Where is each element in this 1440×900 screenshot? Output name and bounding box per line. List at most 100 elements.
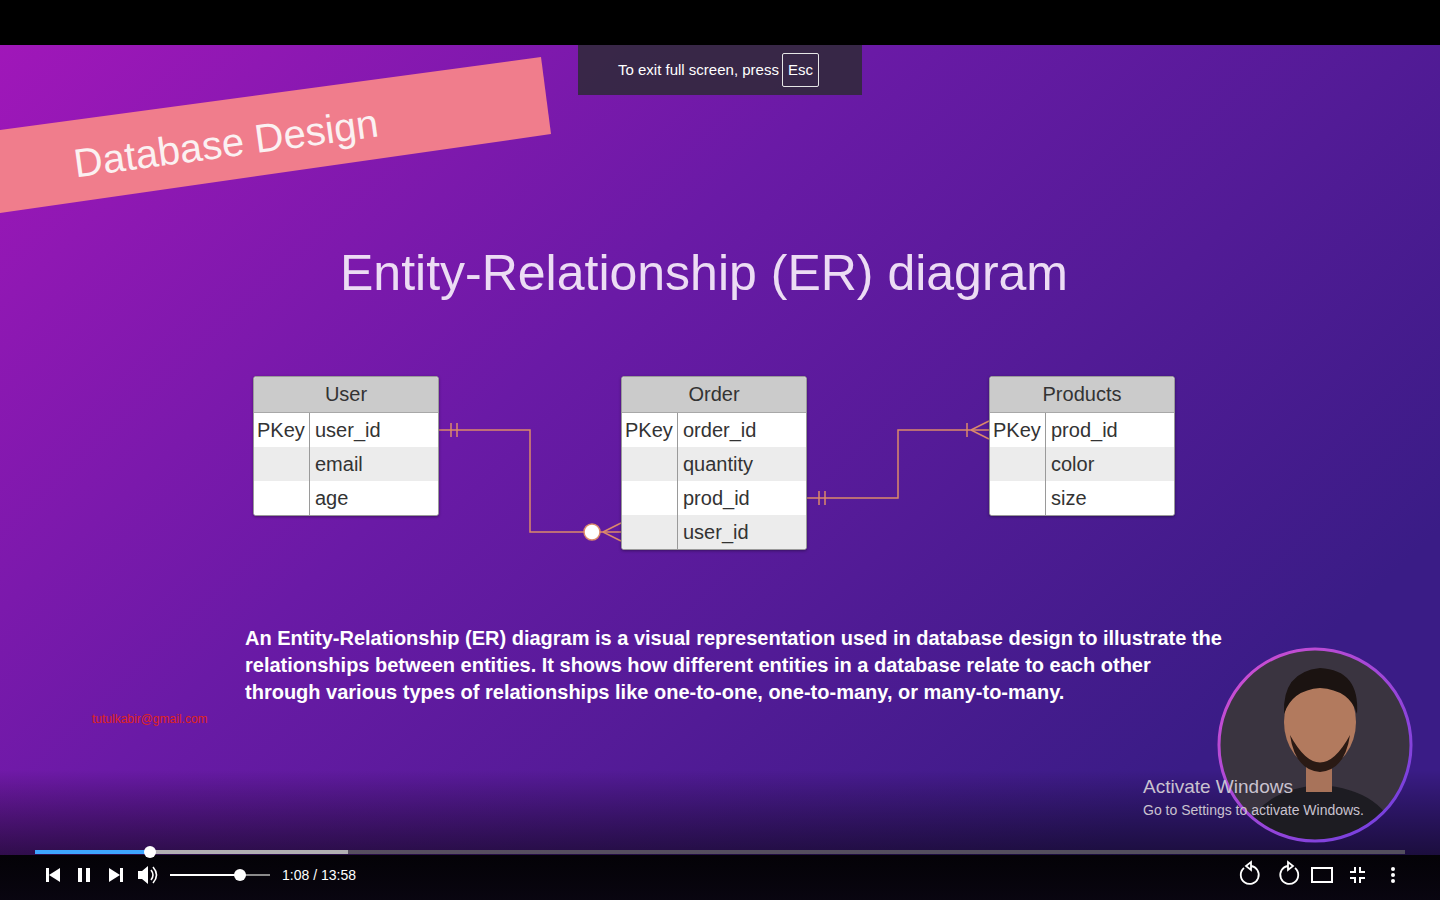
field-name: prod_id: [683, 487, 750, 509]
menu-dot: [1391, 879, 1395, 883]
pause-bar: [86, 868, 90, 882]
connector-line: [807, 430, 989, 498]
webcam-hair: [1284, 668, 1357, 714]
field-name: quantity: [683, 453, 753, 475]
key-cell: PKey: [622, 413, 678, 447]
prev-bar: [46, 868, 49, 882]
progress-knob: [144, 846, 156, 858]
webcam-beard: [1290, 735, 1350, 772]
field-cell: user_id: [678, 515, 806, 549]
field-cell: size: [1046, 481, 1174, 515]
banner-heading: Database Design: [71, 101, 381, 186]
table-name: Order: [688, 383, 739, 405]
next-bar: [120, 868, 123, 882]
connector-line: [439, 430, 621, 532]
one-mark: [824, 491, 826, 505]
speaker-icon: [138, 866, 148, 884]
field-cell: user_id: [310, 413, 438, 447]
key-marker: PKey: [257, 419, 305, 441]
table-header: Order: [622, 377, 806, 413]
table-name: Products: [1043, 383, 1122, 405]
table-header: User: [254, 377, 438, 413]
entity-table: OrderPKey order_id quantity prod_id user_id: [621, 376, 807, 550]
key-cell: [254, 447, 310, 481]
one-mark: [818, 491, 820, 505]
slide-title: Entity-Relationship (ER) diagram: [340, 246, 1068, 301]
key-cell: [622, 481, 678, 515]
entity-table: UserPKey user_idemail age: [253, 376, 439, 516]
volume-level: [170, 874, 240, 876]
next-triangle: [109, 868, 120, 882]
field-name: user_id: [315, 419, 381, 441]
watermark: tutulkabir@gmail.com: [92, 712, 208, 726]
crows-foot: [603, 523, 621, 532]
activation-notice: Activate Windows: [1143, 776, 1293, 798]
key-cell: [622, 447, 678, 481]
field-name: age: [315, 487, 348, 509]
entity-table: ProductsPKey prod_idcolor size: [989, 376, 1175, 516]
key-marker: PKey: [625, 419, 673, 441]
key-hint: Esc: [782, 53, 819, 87]
field-name: color: [1051, 453, 1094, 475]
control-icons: [46, 866, 148, 884]
key-cell: [254, 481, 310, 515]
table-row: quantity: [622, 447, 806, 481]
crows-foot: [603, 532, 621, 541]
title-banner: [0, 57, 551, 213]
field-cell: prod_id: [678, 481, 806, 515]
field-cell: order_id: [678, 413, 806, 447]
one-mark: [456, 423, 458, 437]
rewind-icon: [1241, 862, 1259, 884]
table-row: PKey order_id: [622, 413, 806, 447]
time-display: 1:08 / 13:58: [282, 866, 356, 884]
player-controls: [35, 846, 1405, 884]
one-mark: [966, 423, 968, 437]
table-row: prod_id: [622, 481, 806, 515]
webcam-wall: [1215, 650, 1415, 850]
menu-dot: [1391, 873, 1395, 877]
table-row: email: [254, 447, 438, 481]
relationship-connector: [439, 423, 621, 541]
volume-track: [170, 874, 270, 876]
menu-dot: [1391, 867, 1395, 871]
controls-fade: [0, 770, 1440, 900]
one-mark: [450, 423, 452, 437]
field-name: email: [315, 453, 363, 475]
field-name: order_id: [683, 419, 756, 441]
key-cell: [990, 481, 1046, 515]
key-cell: [622, 515, 678, 549]
crows-foot: [971, 430, 989, 439]
webcam-person: [1215, 650, 1415, 850]
forward-icon: [1280, 862, 1298, 884]
field-name: prod_id: [1051, 419, 1118, 441]
progress-track: [35, 850, 1405, 854]
tooltip-text: To exit full screen, press: [618, 60, 779, 80]
activation-hint: Go to Settings to activate Windows.: [1143, 801, 1364, 819]
crows-foot: [971, 421, 989, 430]
key-marker: PKey: [993, 419, 1041, 441]
table-row: PKey user_id: [254, 413, 438, 447]
field-cell: quantity: [678, 447, 806, 481]
progress-played: [35, 850, 150, 854]
field-name: user_id: [683, 521, 749, 543]
field-cell: prod_id: [1046, 413, 1174, 447]
zero-mark: [584, 524, 600, 540]
key-cell: [990, 447, 1046, 481]
table-row: color: [990, 447, 1174, 481]
table-row: age: [254, 481, 438, 515]
relationship-connector: [807, 421, 989, 505]
slide-ground: [0, 45, 1440, 855]
slide-caption: An Entity-Relationship (ER) diagram is a…: [245, 625, 1230, 706]
volume-knob: [234, 869, 246, 881]
webcam-bubble: [1215, 649, 1415, 850]
field-cell: color: [1046, 447, 1174, 481]
field-name: size: [1051, 487, 1087, 509]
progress-buffered: [35, 850, 348, 854]
theater-icon: [1312, 868, 1332, 882]
field-cell: email: [310, 447, 438, 481]
exit-fullscreen-icon: [1350, 867, 1365, 883]
key-cell: PKey: [990, 413, 1046, 447]
